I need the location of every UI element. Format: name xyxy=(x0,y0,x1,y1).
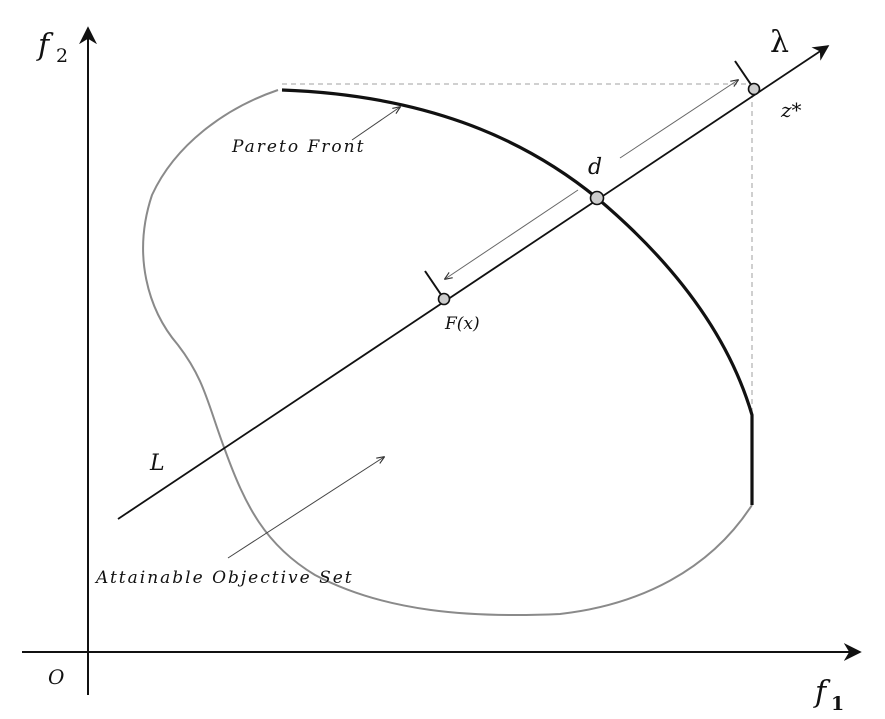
pareto-front-pointer xyxy=(351,107,400,141)
point-d xyxy=(589,190,605,206)
distance-arrow-zstar xyxy=(619,80,738,159)
point-zstar xyxy=(747,82,761,96)
lambda-label: λ xyxy=(770,25,789,60)
f2-axis-subscript: 2 xyxy=(56,45,68,67)
line-L-label: L xyxy=(149,451,165,476)
distance-arrow-fx xyxy=(445,189,579,279)
attainable-set-label: Attainable Objective Set xyxy=(94,568,354,588)
origin-label: O xyxy=(48,665,64,689)
f2-axis-label: f xyxy=(36,28,54,63)
d-label: d xyxy=(588,155,602,180)
attainable-set-pointer xyxy=(227,457,384,559)
attainable-set-boundary xyxy=(142,89,753,617)
f1-axis-label: f xyxy=(813,675,831,710)
zstar-label: z* xyxy=(780,98,802,122)
point-fx xyxy=(437,292,451,306)
lambda-line xyxy=(117,45,830,520)
fx-label: F(x) xyxy=(444,314,480,334)
f1-axis-subscript: 1 xyxy=(831,693,844,715)
pareto-front-label: Pareto Front xyxy=(231,137,365,157)
